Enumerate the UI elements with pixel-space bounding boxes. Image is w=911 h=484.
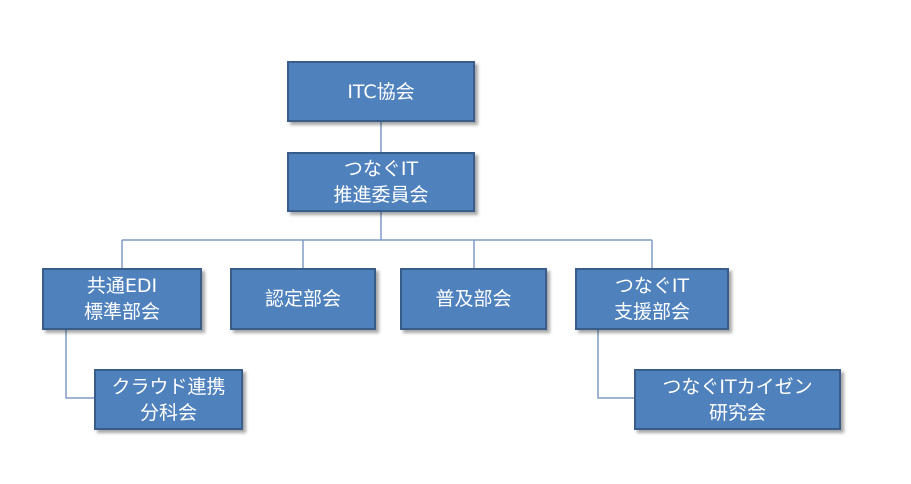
node-certification-group: 認定部会 — [230, 268, 376, 330]
node-itc-association: ITC協会 — [287, 61, 475, 122]
node-promotion-committee: つなぐIT 推進委員会 — [287, 152, 475, 212]
node-promotion-committee-line-2: 推進委員会 — [333, 184, 429, 206]
node-kaizen-study-group: つなぐITカイゼン 研究会 — [634, 369, 841, 430]
node-cloud-subcommittee-line-1: クラウド連携 — [111, 375, 226, 398]
connector-edi-cloud — [65, 330, 94, 399]
node-edi-standard-group-line-2: 標準部会 — [83, 301, 160, 323]
node-dissemination-group-line-1: 普及部会 — [435, 288, 512, 310]
node-cloud-subcommittee-line-2: 分科会 — [139, 401, 197, 424]
node-kaizen-study-group-line-2: 研究会 — [708, 401, 766, 424]
node-support-group-line-1: つなぐIT — [614, 275, 690, 297]
node-edi-standard-group: 共通EDI 標準部会 — [42, 268, 202, 330]
node-cloud-subcommittee: クラウド連携 分科会 — [94, 369, 243, 430]
node-edi-standard-group-line-1: 共通EDI — [86, 275, 158, 297]
node-promotion-committee-line-1: つなぐIT — [343, 158, 419, 180]
node-itc-association-line-1: ITC協会 — [347, 80, 415, 103]
node-kaizen-study-group-line-1: つなぐITカイゼン — [662, 375, 813, 398]
node-support-group-line-2: 支援部会 — [613, 301, 690, 323]
node-support-group: つなぐIT 支援部会 — [575, 268, 729, 330]
node-dissemination-group: 普及部会 — [400, 268, 547, 330]
connector-support-kaizen — [597, 330, 634, 399]
node-certification-group-line-1: 認定部会 — [264, 288, 341, 310]
